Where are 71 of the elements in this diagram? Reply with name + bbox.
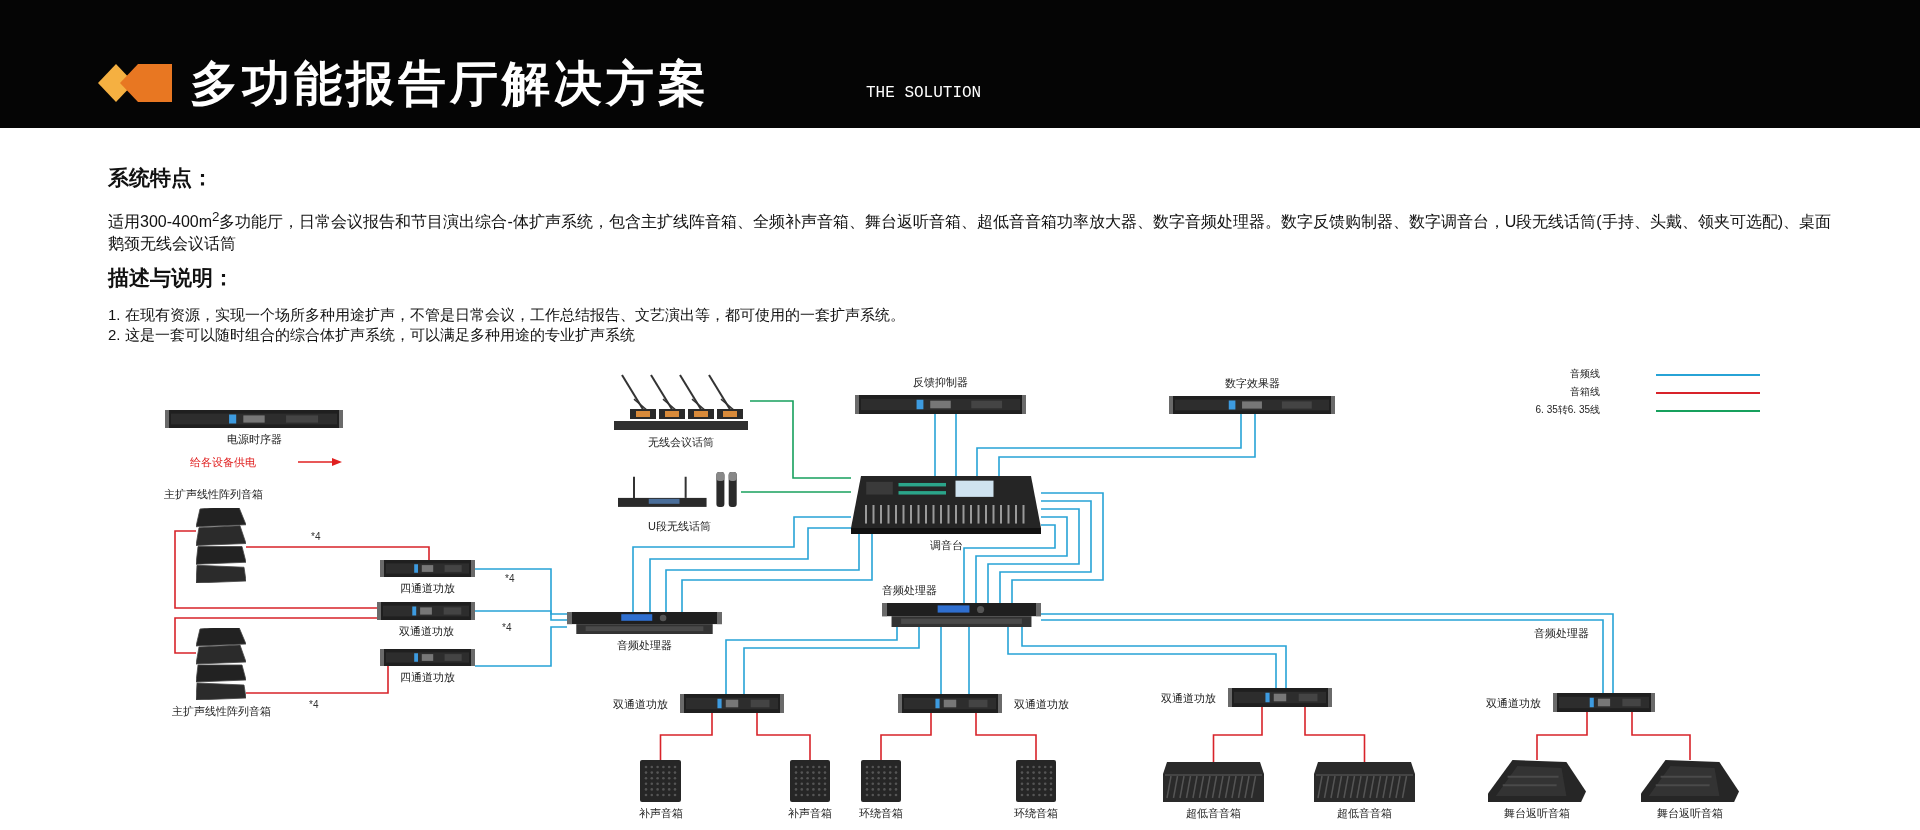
device-label: 无线会议话筒 bbox=[648, 435, 714, 450]
device-label: 音频处理器 bbox=[1534, 626, 1589, 641]
device-label: 主扩声线性阵列音箱 bbox=[164, 487, 263, 502]
device-label: 电源时序器 bbox=[226, 432, 282, 447]
cable-line bbox=[999, 500, 1092, 604]
quantity-label: *4 bbox=[505, 573, 515, 584]
cable-line bbox=[474, 610, 568, 621]
device-label: 反馈抑制器 bbox=[913, 375, 968, 390]
device-label: 主扩声线性阵列音箱 bbox=[171, 704, 271, 719]
cable-line bbox=[975, 516, 1068, 604]
device-label: 四通道功放 bbox=[400, 581, 455, 596]
device-label: 音频处理器 bbox=[882, 583, 937, 598]
device-label: 双通道功放 bbox=[1486, 695, 1541, 710]
cable-line bbox=[474, 626, 568, 667]
cable-line bbox=[174, 530, 378, 609]
cable-line bbox=[174, 617, 378, 654]
list-item: 2. 这是一套可以随时组合的综合体扩声系统，可以满足多种用途的专业扩声系统 bbox=[108, 325, 635, 344]
device-label: 音频处理器 bbox=[617, 638, 672, 653]
note-text: 给各设备供电 bbox=[190, 455, 256, 470]
device-label: 舞台返听音箱 bbox=[1657, 806, 1723, 821]
cable-line bbox=[245, 546, 430, 561]
list-item: 1. 在现有资源，实现一个场所多种用途扩声，不管是日常会议，工作总结报告、文艺演出等，都可使用的一套扩声系统。 bbox=[108, 305, 905, 324]
device-label: 环绕音箱 bbox=[859, 806, 903, 821]
cable-line bbox=[474, 568, 568, 615]
cable-line bbox=[1631, 711, 1691, 761]
device-label: 双通道功放 bbox=[1161, 690, 1216, 705]
cable-line bbox=[1536, 711, 1588, 761]
device-label: 补声音箱 bbox=[638, 806, 683, 821]
cable-line bbox=[987, 508, 1080, 604]
device-label: U段无线话筒 bbox=[648, 519, 711, 534]
cable-line bbox=[756, 712, 811, 761]
device-label: 调音台 bbox=[929, 538, 963, 553]
device-label: 双通道功放 bbox=[398, 624, 454, 639]
cable-line bbox=[934, 413, 936, 477]
section-heading: 系统特点： bbox=[108, 165, 213, 191]
cable-line bbox=[659, 712, 713, 761]
quantity-label: *4 bbox=[309, 699, 319, 710]
device-label: 舞台返听音箱 bbox=[1504, 806, 1570, 821]
cable-line bbox=[880, 712, 932, 761]
cable-line bbox=[740, 491, 852, 493]
device-label: 超低音音箱 bbox=[1337, 806, 1392, 821]
legend-label: 6. 35转6. 35线 bbox=[1534, 403, 1600, 417]
cable-line bbox=[975, 712, 1037, 761]
paragraph: 适用300-400m$^{2}$多功能厅，日常会议报告和节目演出综合-体扩声系统，包含主扩线阵音箱、全频补声音箱、舞台返听音箱、超低音音箱功率放大器、数字音频处理器。数字反馈购制器、数字调音台，U段无线话筒(手持、头戴、领夹可选配)、桌面鹅颈无线会议话筒 bbox=[108, 208, 1832, 255]
legend-label: 音频线 bbox=[1569, 367, 1600, 381]
cable-line bbox=[743, 626, 920, 695]
device-label: 补声音箱 bbox=[788, 806, 832, 821]
cable-line bbox=[725, 626, 898, 695]
cable-line bbox=[968, 626, 970, 695]
cable-line bbox=[1304, 706, 1366, 763]
cable-line bbox=[955, 413, 957, 477]
cable-line bbox=[1011, 492, 1104, 604]
quantity-label: *4 bbox=[311, 531, 321, 542]
section-heading: 描述与说明： bbox=[108, 265, 234, 291]
cable-line bbox=[963, 524, 1056, 604]
page-title: 多功能报告厅解决方案 bbox=[190, 56, 710, 112]
device-label: 超低音音箱 bbox=[1186, 806, 1241, 821]
cable-line bbox=[632, 516, 852, 613]
subtitle: THE SOLUTION bbox=[866, 84, 982, 102]
cable-line bbox=[649, 527, 852, 613]
device-label: 环绕音箱 bbox=[1014, 806, 1058, 821]
cable-line bbox=[749, 400, 852, 479]
device-label: 双通道功放 bbox=[613, 696, 668, 711]
cable-line bbox=[245, 665, 389, 694]
quantity-label: *4 bbox=[502, 622, 512, 633]
cable-line bbox=[1212, 706, 1263, 763]
legend-label: 音箱线 bbox=[1569, 385, 1600, 399]
cable-line bbox=[940, 626, 942, 695]
device-label: 数字效果器 bbox=[1224, 376, 1280, 391]
device-label: 双通道功放 bbox=[1014, 696, 1069, 711]
device-label: 四通道功放 bbox=[400, 670, 455, 685]
